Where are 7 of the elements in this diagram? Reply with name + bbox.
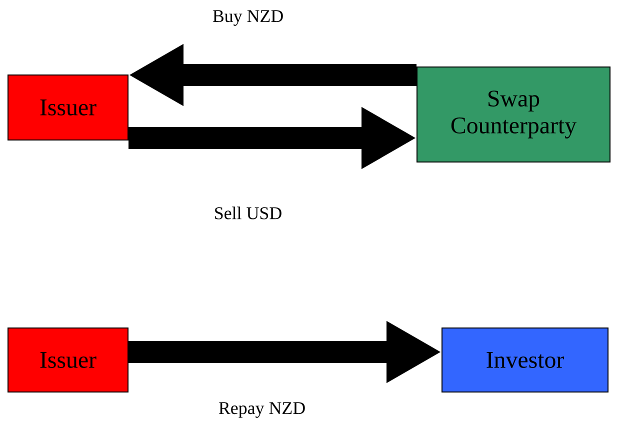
edge-label: Sell USD <box>215 206 282 220</box>
party-box: Issuer <box>8 74 128 140</box>
party-box: Issuer <box>8 328 128 392</box>
edge-label: Buy NZD <box>212 10 283 26</box>
edge-label: Repay NZD <box>218 402 305 418</box>
party-box: Investor <box>442 328 608 392</box>
party-box: Swap Counterparty <box>416 66 610 162</box>
